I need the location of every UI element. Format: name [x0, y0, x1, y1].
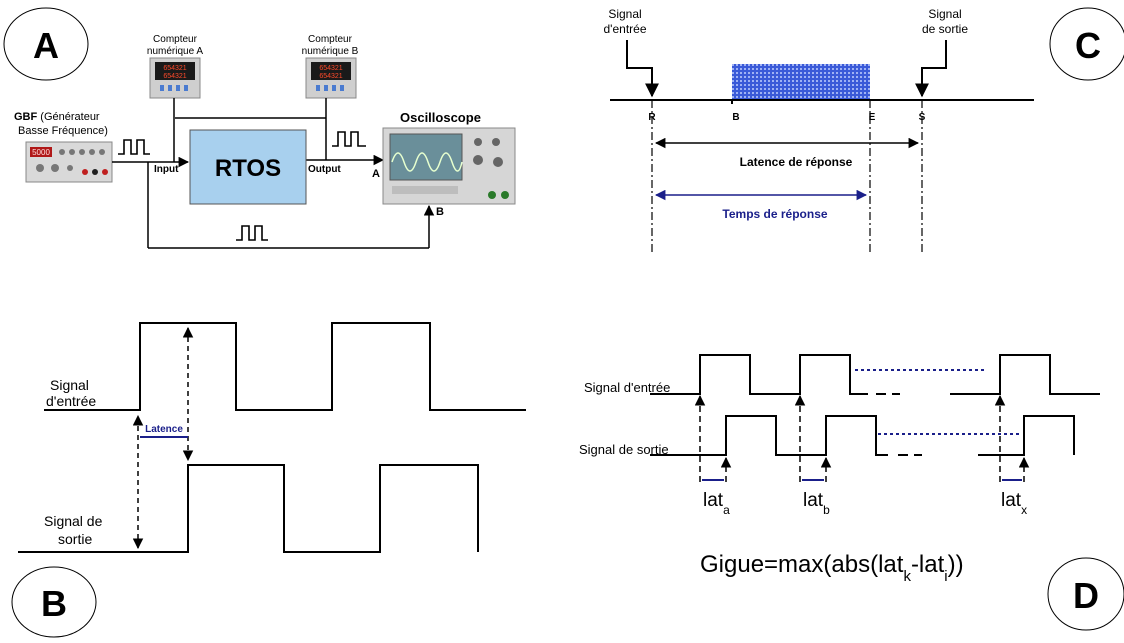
- counter-b-device: 654321 654321: [306, 58, 356, 98]
- pulse-train-input: [118, 140, 150, 154]
- gbf-label-line2: Basse Fréquence): [18, 125, 108, 137]
- c-output-arrow: [922, 40, 946, 96]
- d-input-waveform: [650, 355, 1100, 394]
- channel-a-label: A: [372, 168, 380, 180]
- panel-a-letter: A: [33, 25, 59, 66]
- oscilloscope-device: [383, 128, 515, 204]
- c-marker-r: R: [648, 112, 656, 123]
- c-input-arrow: [627, 40, 652, 96]
- b-input-label-2: d'entrée: [46, 393, 96, 409]
- output-label: Output: [308, 164, 341, 175]
- b-latency-label: Latence: [145, 424, 183, 435]
- b-input-label-1: Signal: [50, 377, 89, 393]
- d-input-label: Signal d'entrée: [584, 380, 670, 395]
- panel-c-letter: C: [1075, 25, 1101, 66]
- c-output-label-2: de sortie: [922, 22, 968, 36]
- counter-a-display-2: 654321: [163, 73, 186, 80]
- panel-d-letter: D: [1073, 575, 1099, 616]
- c-response-time-label: Temps de réponse: [722, 207, 827, 221]
- b-input-waveform: [44, 323, 526, 410]
- c-marker-s: S: [919, 112, 926, 123]
- gbf-label: GBF (Générateur: [14, 111, 100, 123]
- counter-b-display-1: 654321: [319, 65, 342, 72]
- c-marker-e: E: [869, 112, 876, 123]
- counter-a-display-1: 654321: [163, 65, 186, 72]
- oscilloscope-label: Oscilloscope: [400, 110, 481, 125]
- counter-b-display-2: 654321: [319, 73, 342, 80]
- gbf-device: 5000: [26, 142, 112, 182]
- panel-a: A GBF (Générateur Basse Fréquence) 5000 …: [4, 8, 515, 248]
- counter-b-label-1: Compteur: [308, 34, 353, 45]
- c-processing-block: [732, 64, 870, 100]
- c-input-label-1: Signal: [608, 7, 641, 21]
- b-output-label-1: Signal de: [44, 513, 103, 529]
- counter-b-label-2: numérique B: [302, 46, 359, 57]
- counter-a-label-2: numérique A: [147, 46, 203, 57]
- rtos-label: RTOS: [215, 155, 281, 182]
- d-output-waveform: [650, 416, 1074, 455]
- counter-a-device: 654321 654321: [150, 58, 200, 98]
- pulse-train-feedback: [236, 226, 268, 240]
- channel-b-label: B: [436, 206, 444, 218]
- panel-b-letter: B: [41, 583, 67, 624]
- panel-c: C Signal d'entrée Signal de sortie R B E…: [604, 7, 1124, 252]
- c-latency-label: Latence de réponse: [740, 155, 853, 169]
- c-marker-b: B: [732, 112, 739, 123]
- gbf-display: 5000: [32, 148, 50, 157]
- c-input-label-2: d'entrée: [604, 22, 647, 36]
- c-markers: [652, 100, 922, 252]
- panel-b: B Signal d'entrée Signal de sortie Laten…: [12, 323, 526, 637]
- pulse-train-output: [332, 132, 366, 146]
- input-label: Input: [154, 164, 179, 175]
- b-output-label-2: sortie: [58, 531, 92, 547]
- counter-a-label-1: Compteur: [153, 34, 198, 45]
- d-lat-a-label: lata: [703, 490, 730, 517]
- d-lat-x-label: latx: [1001, 490, 1027, 517]
- d-dashed-arrows: [700, 396, 1024, 482]
- panel-d: D Signal d'entrée Signal de sortie: [579, 355, 1124, 630]
- d-lat-b-label: latb: [803, 490, 830, 517]
- c-output-label-1: Signal: [928, 7, 961, 21]
- d-jitter-formula: Gigue=max(abs(latk-lati)): [700, 551, 964, 585]
